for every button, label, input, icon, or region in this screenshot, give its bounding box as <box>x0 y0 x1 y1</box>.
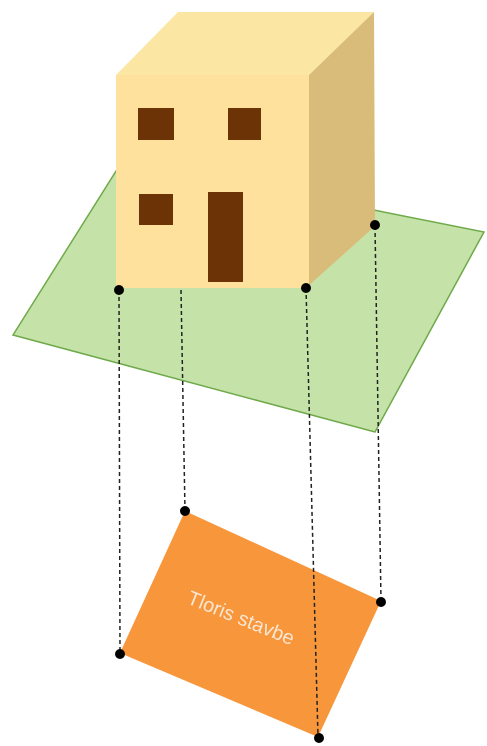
base-vertex-3 <box>301 283 311 293</box>
footprint-vertex-3 <box>314 733 324 743</box>
footprint-vertex-1 <box>115 649 125 659</box>
window-bottom-left <box>139 194 173 225</box>
footprint-vertex-2 <box>180 506 190 516</box>
building-side-wall <box>306 12 375 288</box>
projection-line-1 <box>118 289 121 654</box>
base-vertex-4 <box>370 220 380 230</box>
projection-line-3 <box>305 287 319 738</box>
projection-lines <box>118 225 382 738</box>
building-door <box>208 192 243 282</box>
building <box>116 12 375 288</box>
base-vertex-1 <box>114 285 124 295</box>
projection-line-2 <box>180 289 186 512</box>
footprint-vertices <box>115 506 386 743</box>
building-roof <box>116 12 374 75</box>
footprint-vertex-4 <box>376 597 386 607</box>
window-top-right <box>228 108 261 140</box>
building-base-vertices <box>114 220 380 295</box>
window-top-left <box>138 108 174 140</box>
